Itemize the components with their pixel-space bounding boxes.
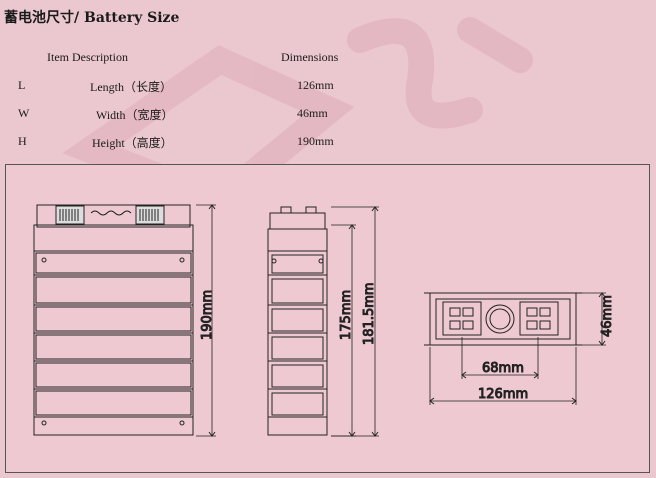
top-length-label: 126mm — [478, 387, 528, 402]
row-height-desc: Height（高度） — [92, 136, 173, 150]
front-view — [33, 204, 216, 437]
terminal-spacing-label: 68mm — [482, 361, 524, 376]
front-height-label: 190mm — [200, 290, 215, 340]
header-item-description: Item Description — [47, 50, 128, 64]
side-view — [267, 206, 379, 437]
page-title: 蓄电池尺寸/ Battery Size — [4, 10, 180, 26]
row-length-desc: Length（长度） — [90, 80, 172, 94]
row-height-abbr: H — [18, 134, 27, 148]
side-height-outer-label: 181.5mm — [362, 282, 377, 345]
row-width-abbr: W — [18, 106, 30, 120]
row-length-abbr: L — [18, 78, 26, 92]
row-height-value: 190mm — [297, 134, 334, 148]
side-height-inner-label: 175mm — [339, 290, 354, 340]
battery-technical-drawing: 190mm 175mm 181.5mm — [5, 164, 650, 473]
top-width-small-label: 46mm — [600, 295, 615, 337]
row-width-desc: Width（宽度） — [96, 108, 174, 122]
row-width-value: 46mm — [297, 106, 328, 120]
header-dimensions: Dimensions — [281, 50, 339, 64]
row-length-value: 126mm — [297, 78, 334, 92]
top-view — [424, 292, 606, 405]
